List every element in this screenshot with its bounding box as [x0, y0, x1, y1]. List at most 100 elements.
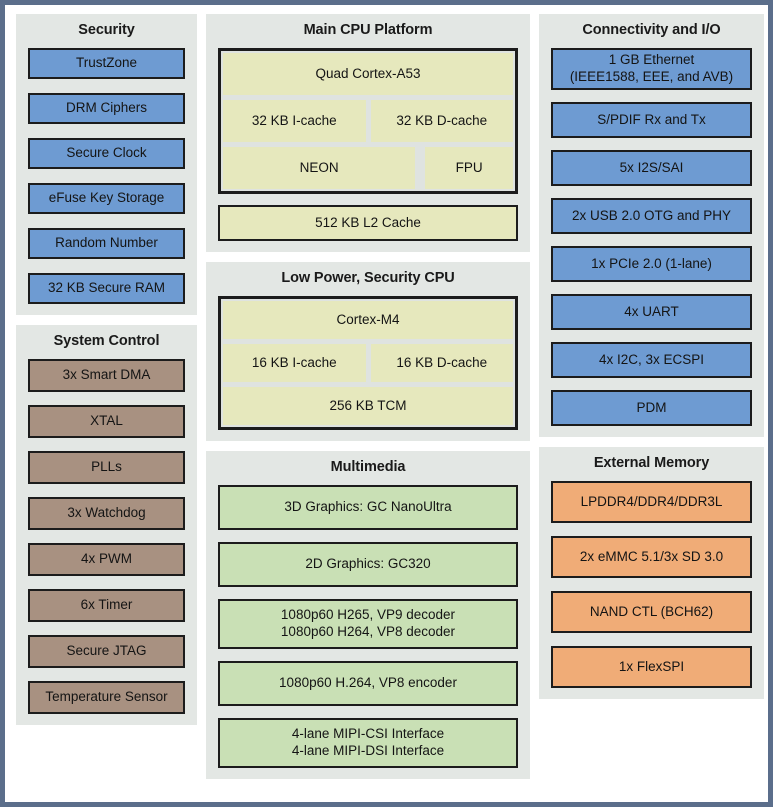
block-label: 4x I2C, 3x ECSPI [598, 351, 705, 367]
block-video-decoder[interactable]: 1080p60 H265, VP9 decoder 1080p60 H264, … [218, 598, 518, 649]
block-label: 2x USB 2.0 OTG and PHY [571, 207, 732, 223]
block-pcie[interactable]: 1x PCIe 2.0 (1-lane) [551, 245, 752, 282]
block-label: 6x Timer [80, 597, 133, 613]
block-emmc-sd[interactable]: 2x eMMC 5.1/3x SD 3.0 [551, 535, 752, 578]
block-quad-cortex-a53[interactable]: Quad Cortex-A53 [223, 52, 513, 95]
panel-title-system-control: System Control [53, 332, 160, 349]
block-label: 256 KB TCM [329, 398, 407, 414]
right-column: Connectivity and I/O 1 GB Ethernet (IEEE… [539, 14, 764, 699]
block-label: 3x Smart DMA [62, 367, 151, 383]
block-neon[interactable]: NEON [223, 146, 416, 189]
block-usb[interactable]: 2x USB 2.0 OTG and PHY [551, 197, 752, 234]
block-label-line2: (IEEE1588, EEE, and AVB) [569, 68, 734, 84]
block-pdm[interactable]: PDM [551, 389, 752, 426]
block-label: Cortex-M4 [336, 312, 400, 328]
block-secure-jtag[interactable]: Secure JTAG [28, 634, 185, 668]
security-block-list: TrustZone DRM Ciphers Secure Clock eFuse… [28, 47, 185, 304]
block-label-group: 1080p60 H265, VP9 decoder 1080p60 H264, … [281, 607, 455, 640]
block-label: 1x PCIe 2.0 (1-lane) [591, 255, 712, 271]
low-power-cpu-complex[interactable]: Cortex-M4 16 KB I-cache 16 KB D-cache [218, 295, 518, 430]
block-fpu[interactable]: FPU [425, 146, 513, 189]
middle-column: Main CPU Platform Quad Cortex-A53 32 KB … [206, 14, 530, 779]
block-drm-ciphers[interactable]: DRM Ciphers [28, 92, 185, 124]
block-mipi-interfaces[interactable]: 4-lane MIPI-CSI Interface 4-lane MIPI-DS… [218, 717, 518, 768]
block-label: 1080p60 H.264, VP8 encoder [279, 675, 457, 691]
block-lp-dcache[interactable]: 16 KB D-cache [370, 343, 513, 382]
block-timer[interactable]: 6x Timer [28, 588, 185, 622]
block-trustzone[interactable]: TrustZone [28, 47, 185, 79]
block-lp-icache[interactable]: 16 KB I-cache [223, 343, 366, 382]
block-secure-clock[interactable]: Secure Clock [28, 137, 185, 169]
block-label-group: 4-lane MIPI-CSI Interface 4-lane MIPI-DS… [292, 726, 444, 759]
block-label: FPU [455, 160, 483, 176]
panel-security: Security TrustZone DRM Ciphers Secure Cl… [16, 14, 197, 315]
block-random-number[interactable]: Random Number [28, 227, 185, 259]
block-3d-graphics[interactable]: 3D Graphics: GC NanoUltra [218, 484, 518, 530]
block-label: Secure Clock [66, 145, 147, 161]
block-secure-ram[interactable]: 32 KB Secure RAM [28, 272, 185, 304]
block-spdif[interactable]: S/PDIF Rx and Tx [551, 101, 752, 138]
low-power-row-core: Cortex-M4 [223, 300, 513, 339]
block-i2s-sai[interactable]: 5x I2S/SAI [551, 149, 752, 186]
block-temperature-sensor[interactable]: Temperature Sensor [28, 680, 185, 714]
block-flexspi[interactable]: 1x FlexSPI [551, 645, 752, 688]
block-label: LPDDR4/DDR4/DDR3L [580, 493, 723, 509]
low-power-row-caches: 16 KB I-cache 16 KB D-cache [223, 343, 513, 382]
main-cpu-complex[interactable]: Quad Cortex-A53 32 KB I-cache 32 KB D-ca… [218, 47, 518, 194]
panel-title-low-power-cpu: Low Power, Security CPU [281, 269, 455, 286]
panel-external-memory: External Memory LPDDR4/DDR4/DDR3L 2x eMM… [539, 446, 764, 699]
low-power-row-tcm: 256 KB TCM [223, 386, 513, 425]
panel-system-control: System Control 3x Smart DMA XTAL PLLs 3x… [16, 324, 197, 725]
main-cpu-row-core: Quad Cortex-A53 [223, 52, 513, 95]
panel-title-external-memory: External Memory [593, 454, 710, 471]
block-xtal[interactable]: XTAL [28, 404, 185, 438]
block-label-group: 1 GB Ethernet (IEEE1588, EEE, and AVB) [570, 52, 733, 85]
block-label: 32 KB Secure RAM [47, 280, 166, 296]
block-ethernet[interactable]: 1 GB Ethernet (IEEE1588, EEE, and AVB) [551, 47, 752, 90]
block-video-encoder[interactable]: 1080p60 H.264, VP8 encoder [218, 660, 518, 706]
external-memory-block-list: LPDDR4/DDR4/DDR3L 2x eMMC 5.1/3x SD 3.0 … [551, 480, 752, 688]
block-nand-ctl[interactable]: NAND CTL (BCH62) [551, 590, 752, 633]
block-main-dcache[interactable]: 32 KB D-cache [370, 99, 513, 142]
block-pwm[interactable]: 4x PWM [28, 542, 185, 576]
block-cortex-m4[interactable]: Cortex-M4 [223, 300, 513, 339]
block-label: S/PDIF Rx and Tx [597, 111, 706, 127]
block-label: 4x PWM [80, 551, 132, 567]
block-2d-graphics[interactable]: 2D Graphics: GC320 [218, 541, 518, 587]
block-label: 16 KB D-cache [396, 355, 488, 371]
block-main-icache[interactable]: 32 KB I-cache [223, 99, 366, 142]
block-l2-cache[interactable]: 512 KB L2 Cache [218, 204, 518, 241]
block-label: 32 KB I-cache [251, 113, 337, 129]
block-label-line1: 1 GB Ethernet [608, 52, 695, 68]
block-label: 3D Graphics: GC NanoUltra [284, 499, 452, 515]
block-efuse-key-storage[interactable]: eFuse Key Storage [28, 182, 185, 214]
block-label-line1: 4-lane MIPI-CSI Interface [291, 726, 445, 742]
block-label: 16 KB I-cache [251, 355, 337, 371]
block-i2c-ecspi[interactable]: 4x I2C, 3x ECSPI [551, 341, 752, 378]
block-tcm[interactable]: 256 KB TCM [223, 386, 513, 425]
block-label: TrustZone [75, 55, 138, 71]
diagram-canvas: Security TrustZone DRM Ciphers Secure Cl… [5, 5, 768, 802]
block-label: Temperature Sensor [45, 689, 168, 705]
block-label: 4x UART [624, 303, 679, 319]
block-smart-dma[interactable]: 3x Smart DMA [28, 358, 185, 392]
panel-multimedia: Multimedia 3D Graphics: GC NanoUltra 2D … [206, 450, 530, 779]
panel-main-cpu-platform: Main CPU Platform Quad Cortex-A53 32 KB … [206, 14, 530, 252]
panel-title-security: Security [78, 22, 135, 38]
block-label: NEON [299, 160, 339, 176]
block-label: 3x Watchdog [67, 505, 146, 521]
block-uart[interactable]: 4x UART [551, 293, 752, 330]
block-label: XTAL [90, 413, 123, 429]
block-label: Quad Cortex-A53 [315, 66, 421, 82]
block-label: Secure JTAG [66, 643, 147, 659]
block-lpddr4[interactable]: LPDDR4/DDR4/DDR3L [551, 480, 752, 523]
connectivity-block-list: 1 GB Ethernet (IEEE1588, EEE, and AVB) S… [551, 47, 752, 426]
block-label: Random Number [55, 235, 158, 251]
system-control-block-list: 3x Smart DMA XTAL PLLs 3x Watchdog 4x PW… [28, 358, 185, 714]
panel-low-power-cpu: Low Power, Security CPU Cortex-M4 16 KB … [206, 261, 530, 441]
block-plls[interactable]: PLLs [28, 450, 185, 484]
panel-title-main-cpu: Main CPU Platform [303, 22, 433, 38]
block-label: 2D Graphics: GC320 [305, 556, 431, 572]
block-watchdog[interactable]: 3x Watchdog [28, 496, 185, 530]
